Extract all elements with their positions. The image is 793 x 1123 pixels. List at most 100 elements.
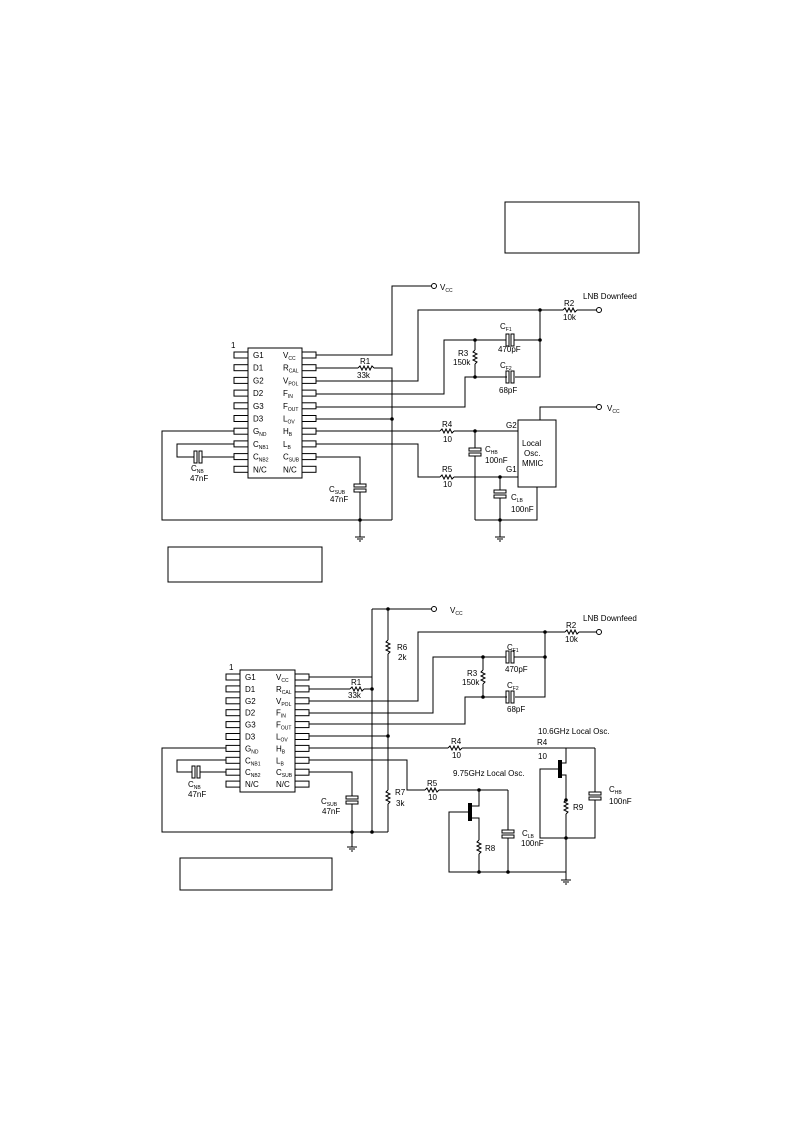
ic-pin-left-label: G2 [253, 376, 264, 385]
ic-pin-right-label: FIN [276, 709, 286, 720]
lnb-terminal-1[interactable] [596, 307, 602, 313]
cf-right-rail-1 [515, 310, 541, 378]
mmic-line1: Local [522, 439, 541, 448]
ic-pin-left-label: CNB1 [245, 756, 261, 767]
vcc-terminal-1[interactable] [431, 283, 437, 289]
ic-pin-right-a-1 [301, 351, 317, 359]
ic-pin-left-a-1 [233, 351, 249, 359]
ic-pin-right-a-9 [301, 453, 317, 461]
ic-pin-left-label: G3 [253, 402, 264, 411]
r1-to-gnd-wire-1 [374, 367, 393, 520]
ic-pin-right-a-7 [301, 427, 317, 435]
r3-label-1: R3 [458, 349, 469, 358]
clb-label-1: CLB [511, 493, 524, 504]
r1-value-2: 33k [348, 691, 362, 700]
lb-wire-1 [316, 443, 440, 478]
junction-2h [564, 798, 568, 802]
fet-lo-gate-wire [448, 811, 479, 873]
cnb-label-1: CNB [191, 464, 204, 475]
r3-resistor-1 [471, 349, 479, 365]
csub-plate-a-2 [345, 795, 359, 800]
csub-wire-1 [316, 456, 361, 484]
r1-resistor-1 [357, 364, 375, 372]
ic-pin-right-label: LOV [283, 415, 295, 426]
vcc-terminal-2[interactable] [431, 606, 437, 612]
ic-pin-left-label: G1 [253, 351, 264, 360]
clb-plate-a-2 [501, 829, 515, 834]
junction-2e [481, 655, 485, 659]
clb-plate-b-1 [493, 494, 507, 499]
ic-pin-left-label: G3 [245, 721, 256, 730]
cnb-plate-b-1 [198, 450, 203, 464]
ic-pin-right-label: VCC [283, 351, 296, 362]
r5-label-1: R5 [442, 465, 453, 474]
mmic-vcc-terminal[interactable] [596, 404, 602, 410]
ic-pin-left-a-5 [233, 402, 249, 410]
cf2-value-1: 68pF [499, 386, 517, 395]
mmic-line2: Osc. [524, 449, 540, 458]
ic-pin-left-label: N/C [253, 465, 267, 474]
clb-label-2: CLB [522, 829, 535, 840]
ic-pin-left-label: GND [245, 744, 259, 755]
chb-value-2: 100nF [609, 797, 632, 806]
ic-pin-left-label: CNB2 [253, 453, 269, 464]
ic-pin-right-label: VPOL [283, 376, 299, 387]
cf2-label-2: CF2 [507, 681, 519, 692]
lnb-terminal-2[interactable] [596, 629, 602, 635]
ic-pin-right-b-10 [294, 780, 310, 788]
ic-pin-right-b-1 [294, 673, 310, 681]
ic-pin-right-label: RCAL [283, 364, 299, 375]
cnb1-wire-1 [176, 443, 234, 458]
junction-2k [477, 870, 481, 874]
fet-hi-source [562, 774, 567, 800]
osc-hi-label: 10.6GHz Local Osc. [538, 727, 610, 736]
junction-2n [370, 830, 374, 834]
junction-2b [370, 687, 374, 691]
r5-value-1: 10 [443, 480, 452, 489]
chb-plate-b-1 [468, 452, 482, 457]
ic-pin-right-b-8 [294, 756, 310, 764]
r2-label-1: R2 [564, 299, 575, 308]
r3-value-1: 150k [453, 358, 471, 367]
ic-pin-right-b-5 [294, 721, 310, 729]
ic-pin-right-a-5 [301, 402, 317, 410]
cf1-label-1: CF1 [500, 322, 512, 333]
r2-label-2: R2 [566, 621, 577, 630]
gnd-loop-wire-2 [161, 747, 388, 833]
csub-label-2: CSUB [321, 797, 338, 808]
fet-hi-gate-wire [539, 768, 566, 839]
fout-wire-1 [316, 376, 475, 408]
mmic-vcc-label: VCC [607, 404, 620, 415]
junction-2f [481, 695, 485, 699]
ic-pin-left-label: CNB2 [245, 768, 261, 779]
chb-plate-a-2 [588, 791, 602, 796]
ic-pin-left-label: D1 [253, 364, 264, 373]
ic-pin-right-a-2 [301, 364, 317, 372]
ic-pin-right-a-10 [301, 465, 317, 473]
chb-label-2: CHB [609, 785, 622, 796]
junction-2d [543, 655, 547, 659]
junction-1i [358, 518, 362, 522]
r4-value-1: 10 [443, 435, 452, 444]
cnb-plate-b-2 [196, 765, 201, 779]
r6-resistor [384, 639, 392, 655]
r1-value-1: 33k [357, 371, 371, 380]
clb-value-1: 100nF [511, 505, 534, 514]
r4b-value: 10 [538, 752, 547, 761]
ic-pin-right-label: FIN [283, 389, 293, 400]
osc-lo-label: 9.75GHz Local Osc. [453, 769, 525, 778]
r2-resistor-2 [564, 628, 580, 636]
pin1-marker: 1 [231, 341, 236, 350]
r4-label-1: R4 [442, 420, 453, 429]
caption-box-middle [167, 546, 323, 583]
ic-pin-left-label: GND [253, 427, 267, 438]
ground-symbol-2a [561, 878, 571, 885]
ic-pin-left-a-10 [233, 465, 249, 473]
ic-pin-left-label: G1 [245, 673, 256, 682]
caption-box-bottom [179, 857, 333, 891]
cf-right-rail-2 [515, 632, 546, 698]
ground-symbol-1b [355, 535, 365, 542]
